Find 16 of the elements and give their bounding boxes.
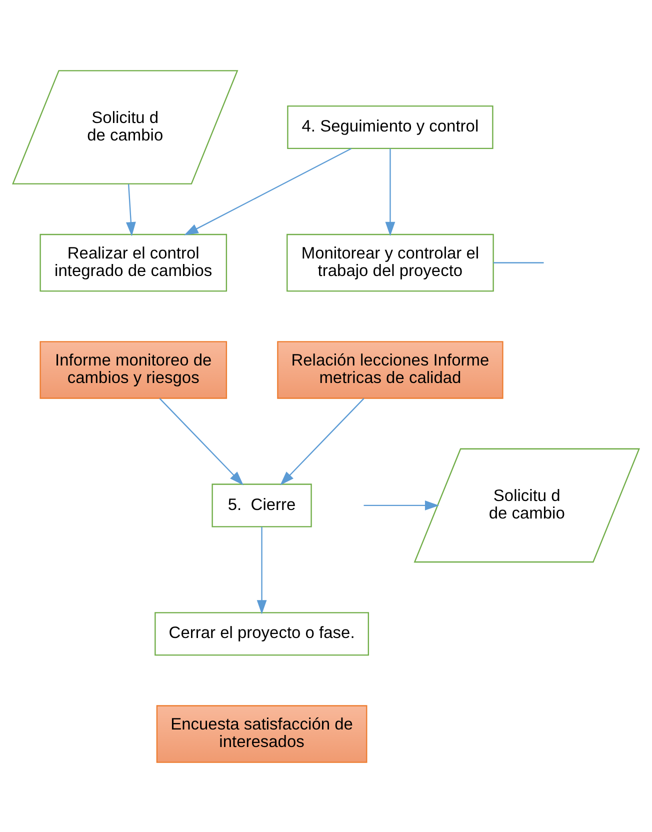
- arrow: [256, 526, 267, 614]
- node-box: Informe monitoreo de cambios y riesgos: [40, 340, 228, 398]
- node-box: Relación lecciones Informe metricas de calidad: [277, 340, 504, 398]
- connector: [493, 262, 544, 263]
- node-box: Monitorear y controlar el trabajo del proyecto: [286, 233, 494, 292]
- node-box: Cerrar el proyecto o fase.: [154, 612, 369, 656]
- arrow: [385, 148, 396, 236]
- arrow: [159, 398, 244, 485]
- arrow: [126, 184, 136, 236]
- arrow: [364, 500, 440, 510]
- node-box: 5. Cierre: [212, 483, 312, 527]
- arrow: [280, 398, 364, 485]
- arrow: [184, 148, 352, 235]
- node-box: Encuesta satisfacción de interesados: [156, 704, 368, 762]
- node-box: Realizar el control integrado de cambios: [40, 233, 228, 292]
- node-box: 4. Seguimiento y control: [287, 104, 494, 149]
